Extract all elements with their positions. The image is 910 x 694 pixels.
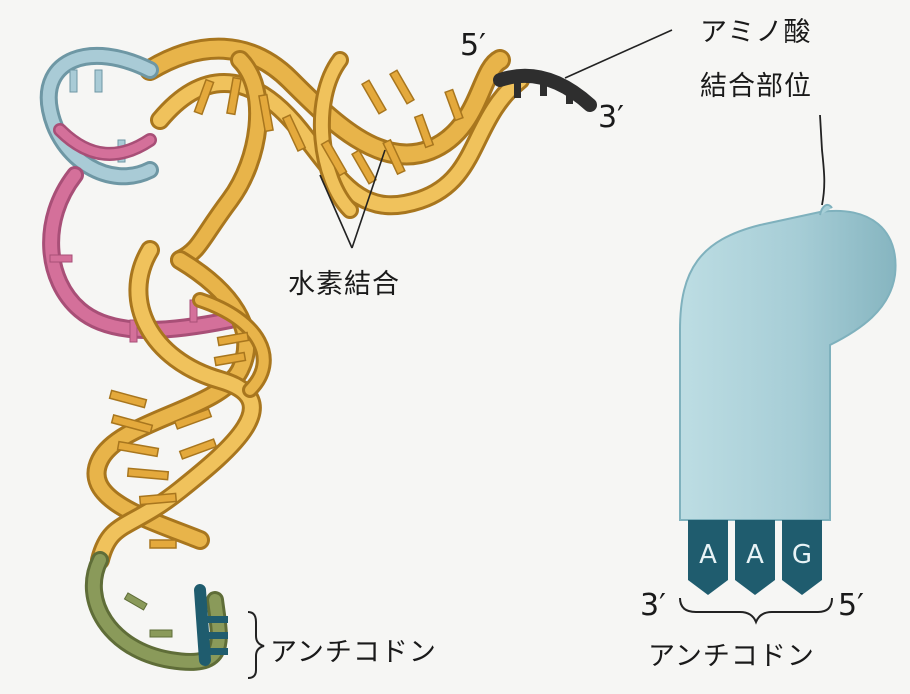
schematic-base-2: A — [735, 540, 775, 570]
anticodon-brace — [248, 612, 264, 678]
trna-ribbon-model — [49, 30, 672, 678]
amino-acid-site-pointer — [565, 30, 672, 78]
schematic-base-1: A — [688, 540, 728, 570]
anticodon-stem-helix — [96, 250, 263, 560]
schematic-base-3: G — [782, 540, 822, 570]
anticodon-label-right: アンチコドン — [648, 634, 815, 673]
three-prime-label: 3′ — [598, 100, 624, 135]
schematic-five-prime-label: 5′ — [838, 588, 864, 623]
amino-acid-site-label-line2: 結合部位 — [700, 64, 812, 103]
schematic-anticodon-brace — [680, 598, 832, 622]
anticodon-label-left: アンチコドン — [270, 630, 437, 669]
schematic-site-pointer — [820, 115, 824, 205]
amino-acid-site-label-line1: アミノ酸 — [700, 10, 811, 49]
hydrogen-bond-label: 水素結合 — [288, 262, 400, 301]
five-prime-label: 5′ — [460, 28, 486, 63]
schematic-three-prime-label: 3′ — [640, 588, 666, 623]
schematic-body — [680, 211, 896, 520]
